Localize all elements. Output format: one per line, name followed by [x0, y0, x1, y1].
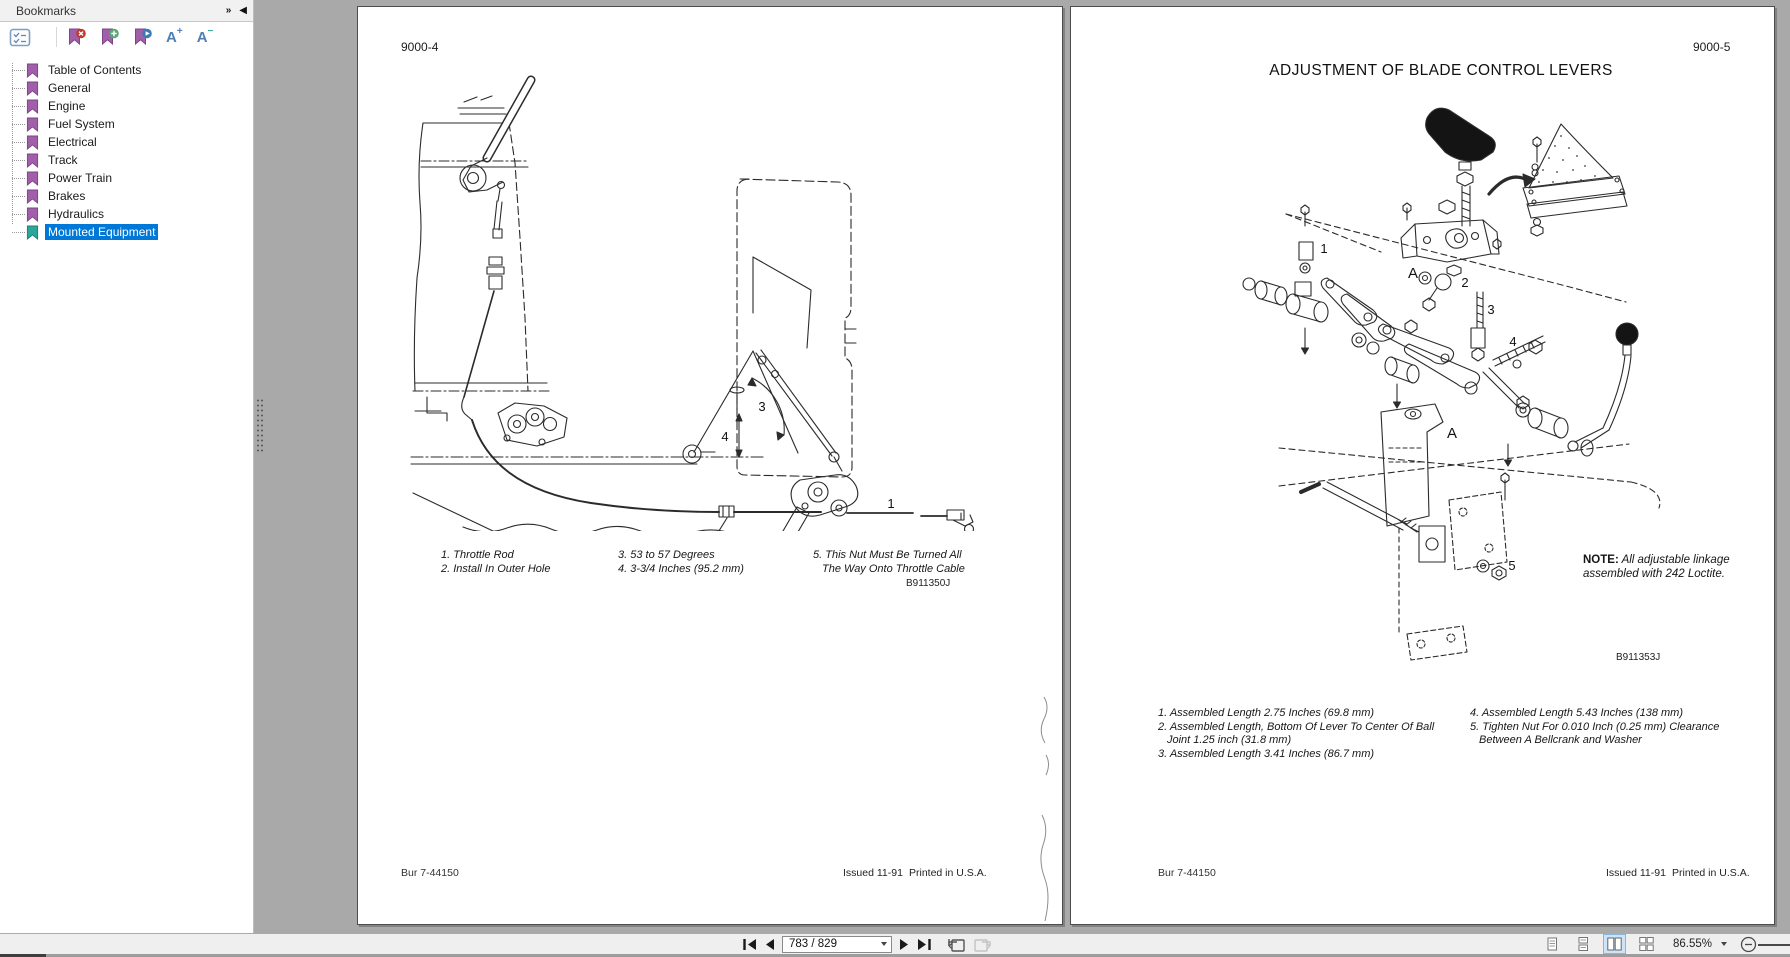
callout-4: 4	[1509, 334, 1516, 349]
status-bar: 783 / 829 86.55%	[0, 933, 1790, 957]
zoom-level[interactable]: 86.55%	[1673, 938, 1713, 950]
callout-a-upper: A	[1408, 265, 1418, 282]
bookmarks-panel-header: Bookmarks » ◀	[0, 0, 253, 22]
bookmark-item-table-of-contents[interactable]: Table of Contents	[0, 61, 253, 79]
bookmark-flag-icon	[26, 171, 39, 186]
bookmark-flag-icon	[26, 63, 39, 78]
callout-a-lower: A	[1447, 425, 1457, 442]
next-page-button[interactable]	[899, 938, 910, 951]
bookmark-item-power-train[interactable]: Power Train	[0, 169, 253, 187]
page-code: 9000-4	[401, 40, 439, 54]
page-code: 9000-5	[1693, 40, 1731, 54]
callout-3: 3	[758, 399, 765, 414]
zoom-dropdown-icon[interactable]	[1721, 942, 1728, 946]
caption-column-1: 1. Throttle Rod 2. Install In Outer Hole	[441, 549, 551, 575]
last-page-button[interactable]	[917, 938, 932, 951]
bookmark-flag-icon	[26, 117, 39, 132]
previous-page-button[interactable]	[764, 938, 775, 951]
locate-bookmark-icon[interactable]	[133, 28, 153, 46]
facing-layout-button[interactable]	[1603, 934, 1626, 954]
bookmark-item-hydraulics[interactable]: Hydraulics	[0, 205, 253, 223]
bookmark-item-fuel-system[interactable]: Fuel System	[0, 115, 253, 133]
toolbar-separator	[56, 27, 57, 47]
bookmark-flag-icon	[26, 81, 39, 96]
panel-splitter-handle[interactable]	[256, 398, 265, 454]
callout-2: 2	[1461, 275, 1468, 290]
page-dropdown-icon[interactable]	[881, 942, 887, 946]
bookmark-flag-icon	[26, 189, 39, 204]
note-text: NOTE: All adjustable linkage assembled w…	[1583, 554, 1730, 580]
zoom-slider[interactable]	[1758, 944, 1790, 946]
callout-5: 5	[1508, 558, 1515, 573]
increase-text-size-button[interactable]: A+	[166, 26, 183, 46]
single-page-layout-button[interactable]	[1541, 934, 1563, 954]
pdf-page-left: 9000-4	[357, 6, 1063, 925]
footer-printed: Printed in U.S.A.	[909, 867, 987, 879]
callout-4: 4	[721, 429, 728, 444]
continuous-layout-button[interactable]	[1572, 934, 1594, 954]
zoom-out-button[interactable]	[1740, 936, 1757, 953]
footer-issued: Issued 11-91	[1606, 867, 1666, 879]
bookmark-item-general[interactable]: General	[0, 79, 253, 97]
caption-column-1: 1. Assembled Length 2.75 Inches (69.8 mm…	[1158, 707, 1435, 760]
panel-title: Bookmarks	[16, 3, 77, 18]
bookmark-flag-icon	[26, 225, 39, 240]
bookmarks-toolbar: A+ A−	[0, 22, 253, 52]
continuous-facing-layout-button[interactable]	[1635, 934, 1658, 954]
callout-1: 1	[887, 496, 894, 511]
bookmark-flag-icon	[26, 207, 39, 222]
page-number-input[interactable]: 783 / 829	[782, 935, 892, 953]
caption-column-3: 5. This Nut Must Be Turned All The Way O…	[813, 549, 965, 575]
previous-view-button[interactable]	[947, 937, 966, 952]
add-bookmark-icon[interactable]	[100, 28, 120, 46]
pdf-page-right: ADJUSTMENT OF BLADE CONTROL LEVERS 9000-…	[1070, 6, 1775, 925]
hide-panel-icon[interactable]: ◀	[239, 4, 247, 16]
caption-column-2: 3. 53 to 57 Degrees 4. 3-3/4 Inches (95.…	[618, 549, 744, 575]
footer-publication-code: Bur 7-44150	[401, 867, 459, 879]
bookmark-item-brakes[interactable]: Brakes	[0, 187, 253, 205]
bookmarks-panel: Bookmarks » ◀	[0, 0, 254, 933]
throttle-linkage-diagram: 1 2 3 4 5	[410, 75, 975, 531]
figure-code: B911353J	[1616, 652, 1661, 663]
decrease-text-size-button[interactable]: A−	[196, 26, 214, 46]
callout-1: 1	[1320, 241, 1327, 256]
delete-bookmark-icon[interactable]	[67, 28, 87, 46]
footer-publication-code: Bur 7-44150	[1158, 867, 1216, 879]
bookmark-options-icon[interactable]	[9, 28, 31, 47]
blade-control-levers-diagram: 1 2 3 4 5 A A	[1242, 107, 1661, 661]
page-title: ADJUSTMENT OF BLADE CONTROL LEVERS	[1269, 62, 1613, 79]
bookmark-flag-icon	[26, 153, 39, 168]
callout-3: 3	[1487, 302, 1494, 317]
footer-issued: Issued 11-91	[843, 867, 903, 879]
bookmarks-tree: Table of Contents General Engine Fuel Sy…	[0, 52, 253, 241]
bookmark-flag-icon	[26, 99, 39, 114]
bookmark-flag-icon	[26, 135, 39, 150]
next-view-button[interactable]	[973, 937, 992, 952]
first-page-button[interactable]	[742, 938, 757, 951]
footer-printed: Printed in U.S.A.	[1672, 867, 1750, 879]
page-wrinkle-marks	[1040, 696, 1049, 922]
page-navigation: 783 / 829	[742, 934, 992, 954]
bookmark-item-engine[interactable]: Engine	[0, 97, 253, 115]
collapse-panel-icon[interactable]: »	[225, 4, 232, 16]
bookmark-item-electrical[interactable]: Electrical	[0, 133, 253, 151]
bookmark-item-mounted-equipment[interactable]: Mounted Equipment	[0, 223, 253, 241]
figure-code: B911350J	[906, 578, 951, 589]
bookmark-item-track[interactable]: Track	[0, 151, 253, 169]
caption-column-2: 4. Assembled Length 5.43 Inches (138 mm)…	[1470, 707, 1720, 746]
view-controls: 86.55%	[1541, 934, 1757, 954]
